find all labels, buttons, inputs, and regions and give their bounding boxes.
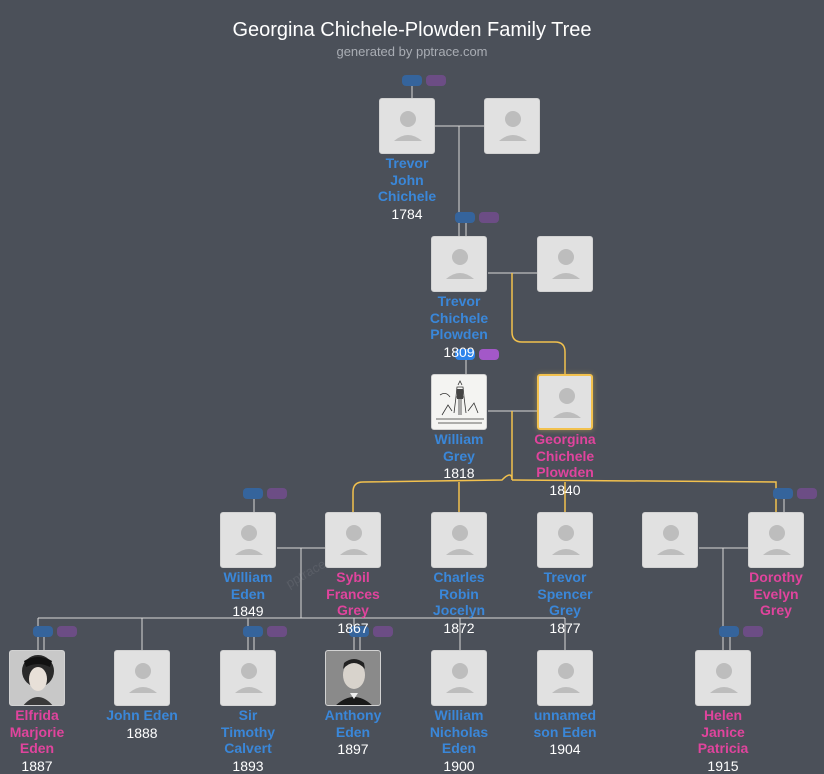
person-birth-year: 1888 xyxy=(126,724,158,741)
branch-toggle[interactable] xyxy=(719,626,763,637)
person-birth-year: 1900 xyxy=(443,757,475,774)
avatar-placeholder-icon[interactable] xyxy=(379,98,435,154)
branch-toggle[interactable] xyxy=(402,75,446,86)
person-birth-year: 1904 xyxy=(549,741,581,757)
avatar-placeholder-icon[interactable] xyxy=(220,650,276,706)
avatar-placeholder-icon[interactable] xyxy=(537,236,593,292)
person-name[interactable]: unnamed son Eden xyxy=(533,707,597,740)
avatar-placeholder-icon[interactable] xyxy=(484,98,540,154)
person-name[interactable]: William Grey xyxy=(434,431,484,464)
expand-parents-toggle[interactable] xyxy=(349,626,369,637)
person-name[interactable]: Sir Timothy Calvert xyxy=(220,707,276,756)
avatar-placeholder-icon[interactable] xyxy=(537,650,593,706)
branch-toggle[interactable] xyxy=(243,626,287,637)
person-birth-year: 1877 xyxy=(549,619,581,636)
person-photo[interactable] xyxy=(431,374,487,430)
expand-parents-toggle[interactable] xyxy=(773,488,793,499)
expand-parents-toggle[interactable] xyxy=(33,626,53,637)
person-name[interactable]: Helen Janice Patricia xyxy=(697,707,749,756)
avatar-placeholder-icon[interactable] xyxy=(537,374,593,430)
person-birth-year: 1887 xyxy=(21,757,53,774)
person-name[interactable]: Dorothy Evelyn Grey xyxy=(749,569,803,618)
person-birth-year: 1867 xyxy=(337,619,369,636)
branch-toggle[interactable] xyxy=(33,626,77,637)
person-name[interactable]: William Nicholas Eden xyxy=(429,707,489,756)
avatar-placeholder-icon[interactable] xyxy=(537,512,593,568)
person-name[interactable]: Sybil Frances Grey xyxy=(326,569,380,618)
branch-toggle[interactable] xyxy=(243,488,287,499)
avatar-placeholder-icon[interactable] xyxy=(114,650,170,706)
expand-children-toggle[interactable] xyxy=(426,75,446,86)
person-name[interactable]: Trevor John Chichele xyxy=(377,155,437,204)
expand-children-toggle[interactable] xyxy=(479,349,499,360)
avatar-placeholder-icon[interactable] xyxy=(431,512,487,568)
person-name[interactable]: Georgina Chichele Plowden xyxy=(534,431,596,480)
person-birth-year: 1897 xyxy=(337,741,369,757)
person-birth-year: 1784 xyxy=(391,205,423,222)
expand-children-toggle[interactable] xyxy=(743,626,763,637)
expand-children-toggle[interactable] xyxy=(267,488,287,499)
person-name[interactable]: Trevor Chichele Plowden xyxy=(429,293,489,342)
person-birth-year: 1872 xyxy=(443,619,475,636)
person-birth-year: 1849 xyxy=(232,603,264,619)
person-name[interactable]: Trevor Spencer Grey xyxy=(537,569,593,618)
expand-parents-toggle[interactable] xyxy=(719,626,739,637)
avatar-placeholder-icon[interactable] xyxy=(431,650,487,706)
branch-toggle[interactable] xyxy=(349,626,393,637)
person-birth-year: 1818 xyxy=(443,465,475,481)
expand-children-toggle[interactable] xyxy=(373,626,393,637)
person-name[interactable]: Elfrida Marjorie Eden xyxy=(9,707,65,756)
avatar-placeholder-icon[interactable] xyxy=(220,512,276,568)
avatar-placeholder-icon[interactable] xyxy=(748,512,804,568)
tree-subtitle: generated by pptrace.com xyxy=(336,44,488,59)
person-name[interactable]: William Eden xyxy=(223,569,273,602)
expand-children-toggle[interactable] xyxy=(479,212,499,223)
branch-toggle[interactable] xyxy=(455,212,499,223)
person-birth-year: 1915 xyxy=(707,757,739,774)
person-birth-year: 1809 xyxy=(443,343,475,360)
expand-parents-toggle[interactable] xyxy=(402,75,422,86)
branch-toggle[interactable] xyxy=(773,488,817,499)
person-birth-year: 1893 xyxy=(232,757,264,774)
avatar-placeholder-icon[interactable] xyxy=(325,512,381,568)
branch-toggle[interactable] xyxy=(455,349,499,360)
person-photo[interactable] xyxy=(325,650,381,706)
person-birth-year: 1840 xyxy=(549,481,581,498)
avatar-placeholder-icon[interactable] xyxy=(642,512,698,568)
avatar-placeholder-icon[interactable] xyxy=(431,236,487,292)
avatar-placeholder-icon[interactable] xyxy=(695,650,751,706)
expand-parents-toggle[interactable] xyxy=(243,488,263,499)
expand-parents-toggle[interactable] xyxy=(455,349,475,360)
tree-title: Georgina Chichele-Plowden Family Tree xyxy=(232,19,592,41)
expand-children-toggle[interactable] xyxy=(267,626,287,637)
person-name[interactable]: Charles Robin Jocelyn xyxy=(432,569,486,618)
person-name[interactable]: Anthony Eden xyxy=(324,707,382,740)
expand-children-toggle[interactable] xyxy=(797,488,817,499)
expand-children-toggle[interactable] xyxy=(57,626,77,637)
expand-parents-toggle[interactable] xyxy=(455,212,475,223)
expand-parents-toggle[interactable] xyxy=(243,626,263,637)
person-name[interactable]: John Eden xyxy=(106,707,178,723)
person-photo[interactable] xyxy=(9,650,65,706)
